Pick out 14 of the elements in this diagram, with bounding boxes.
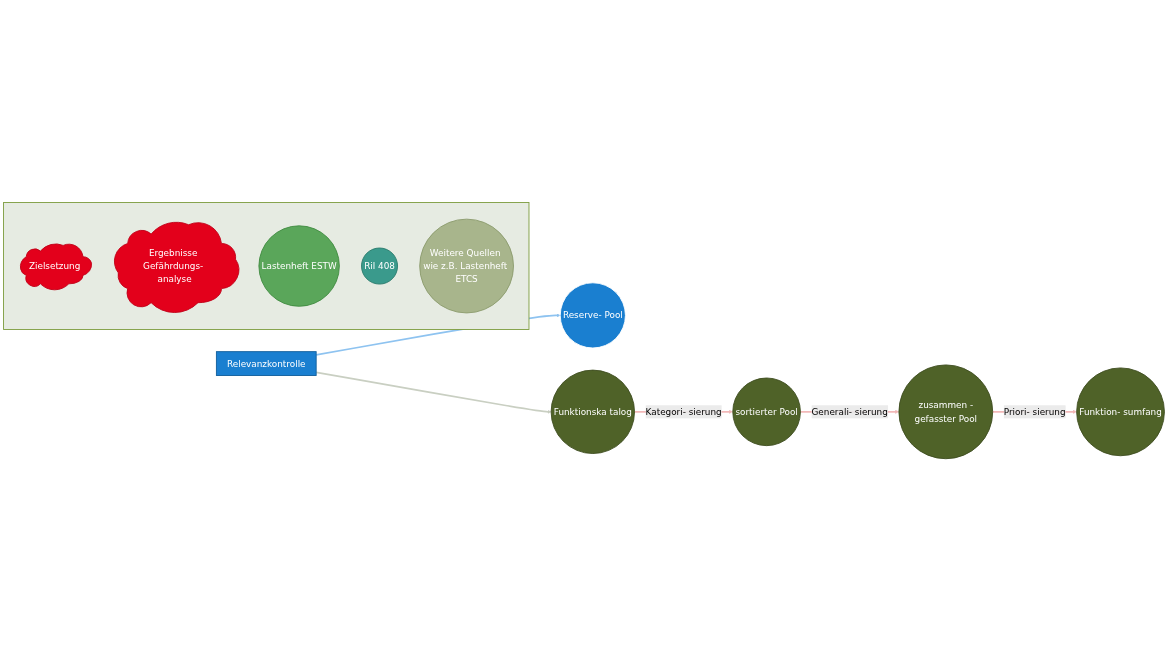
edge-label: Generali- sierung xyxy=(811,406,888,417)
node-box: Relevanzkontrolle xyxy=(215,351,317,376)
node-circle: Funktion- sumfang xyxy=(1076,367,1165,457)
edge-label: Priori- sierung xyxy=(1003,406,1066,417)
cluster xyxy=(3,201,530,330)
node-circle: Funktionska talog xyxy=(550,369,635,454)
edge-label: Kategori- sierung xyxy=(645,406,722,417)
node-circle: Lastenheft ESTW xyxy=(258,225,340,307)
node-circle: sortierter Pool xyxy=(732,377,801,446)
node-circle: Weitere Quellen wie z.B. Lastenheft ETCS xyxy=(419,218,514,314)
node-circle: zusammen -gefasster Pool xyxy=(898,364,994,460)
node-circle: Reserve- Pool xyxy=(559,282,626,349)
arrow xyxy=(315,371,552,414)
node-circle: Ril 408 xyxy=(361,247,398,285)
